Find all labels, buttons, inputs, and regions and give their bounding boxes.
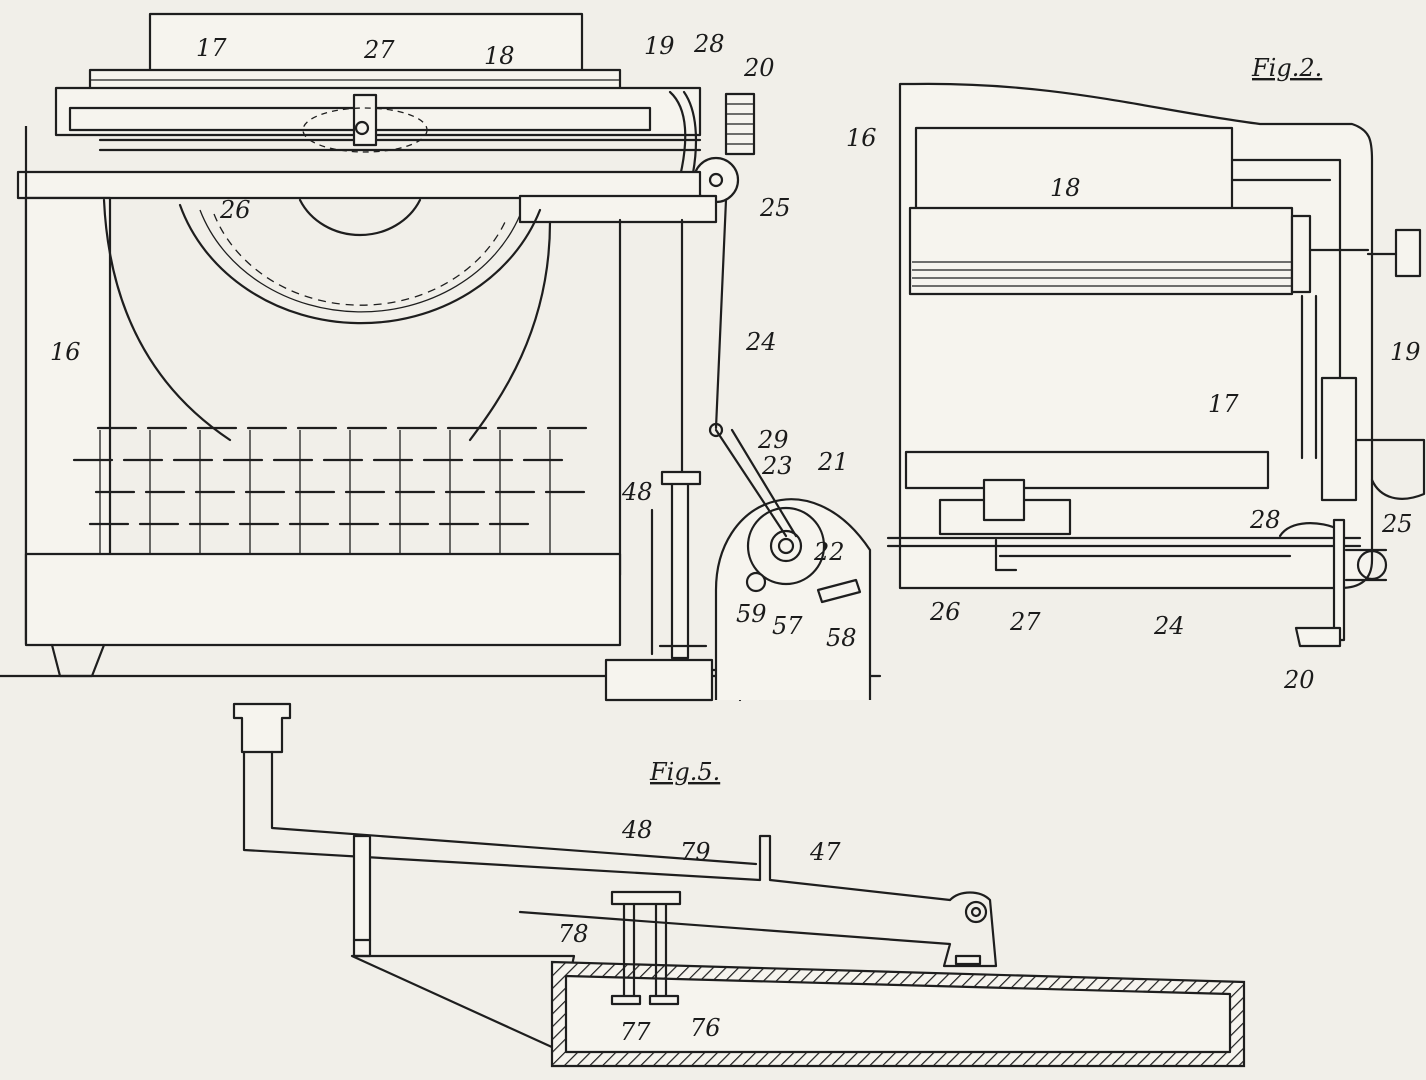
label-27: 27 — [363, 36, 395, 64]
figure-5-title: Fig.5. — [649, 758, 720, 786]
handle-57 — [816, 578, 862, 604]
slide-27 — [352, 93, 378, 147]
label-16: 16 — [50, 338, 81, 366]
wheel-23 — [746, 506, 826, 586]
label-17: 17 — [196, 34, 227, 62]
bar-17-side — [904, 450, 1270, 490]
top-plate — [16, 170, 702, 200]
figure-5-labels: Fig.5. 48 79 47 78 77 76 — [558, 758, 841, 1046]
cord-24 — [714, 198, 728, 430]
knob-side — [1394, 228, 1422, 278]
label-78: 78 — [558, 920, 589, 948]
label-77: 77 — [620, 1018, 651, 1046]
label-20-right: 20 — [1283, 666, 1315, 694]
label-48: 48 — [621, 478, 653, 506]
label-26-right: 26 — [929, 598, 961, 626]
figure-2-title: Fig.2. — [1251, 54, 1322, 82]
figure-1-labels: 17 27 18 19 28 20 26 25 16 24 29 23 21 4… — [50, 30, 857, 652]
label-48-bottom: 48 — [621, 816, 653, 844]
label-57: 57 — [772, 612, 803, 640]
label-27-right: 27 — [1009, 608, 1041, 636]
label-18: 18 — [484, 42, 515, 70]
label-25-right: 25 — [1381, 510, 1413, 538]
label-28-right: 28 — [1249, 506, 1281, 534]
type-basket — [102, 198, 232, 442]
label-18-right: 18 — [1050, 174, 1081, 202]
label-26: 26 — [219, 196, 251, 224]
label-16-right: 16 — [846, 124, 877, 152]
figure-1-front-view — [0, 12, 882, 702]
label-79: 79 — [680, 838, 711, 866]
knob-cap — [232, 702, 292, 754]
label-76: 76 — [690, 1014, 721, 1042]
lever-48 — [242, 750, 952, 902]
base — [24, 552, 622, 647]
crank-29 — [714, 428, 798, 538]
pivot — [964, 900, 988, 924]
label-47: 47 — [809, 838, 841, 866]
label-24-right: 24 — [1153, 612, 1185, 640]
bracket-19 — [1320, 376, 1358, 502]
roller-side — [908, 206, 1294, 296]
plunger-79 — [622, 898, 668, 1004]
label-29: 29 — [757, 426, 789, 454]
label-23: 23 — [761, 452, 793, 480]
label-22: 22 — [813, 538, 845, 566]
pin-59 — [745, 571, 767, 593]
figure-2-labels: Fig.2. 16 18 19 17 28 25 26 27 24 20 — [846, 54, 1421, 694]
label-58: 58 — [826, 624, 857, 652]
label-28: 28 — [693, 30, 725, 58]
label-19: 19 — [644, 32, 675, 60]
pulley-25-side — [1356, 549, 1388, 581]
post-78 — [352, 834, 372, 958]
label-20: 20 — [743, 54, 775, 82]
figure-5-lever-detail — [232, 702, 1246, 1068]
label-24: 24 — [745, 328, 777, 356]
label-25: 25 — [759, 194, 791, 222]
label-21: 21 — [817, 448, 849, 476]
label-17-right: 17 — [1208, 390, 1239, 418]
figure-2-side-view — [886, 82, 1426, 648]
rod-48 — [670, 476, 690, 660]
label-19-right: 19 — [1390, 338, 1421, 366]
slide-27-side — [982, 478, 1026, 522]
lever-20-side — [1332, 518, 1346, 642]
label-59: 59 — [736, 600, 767, 628]
